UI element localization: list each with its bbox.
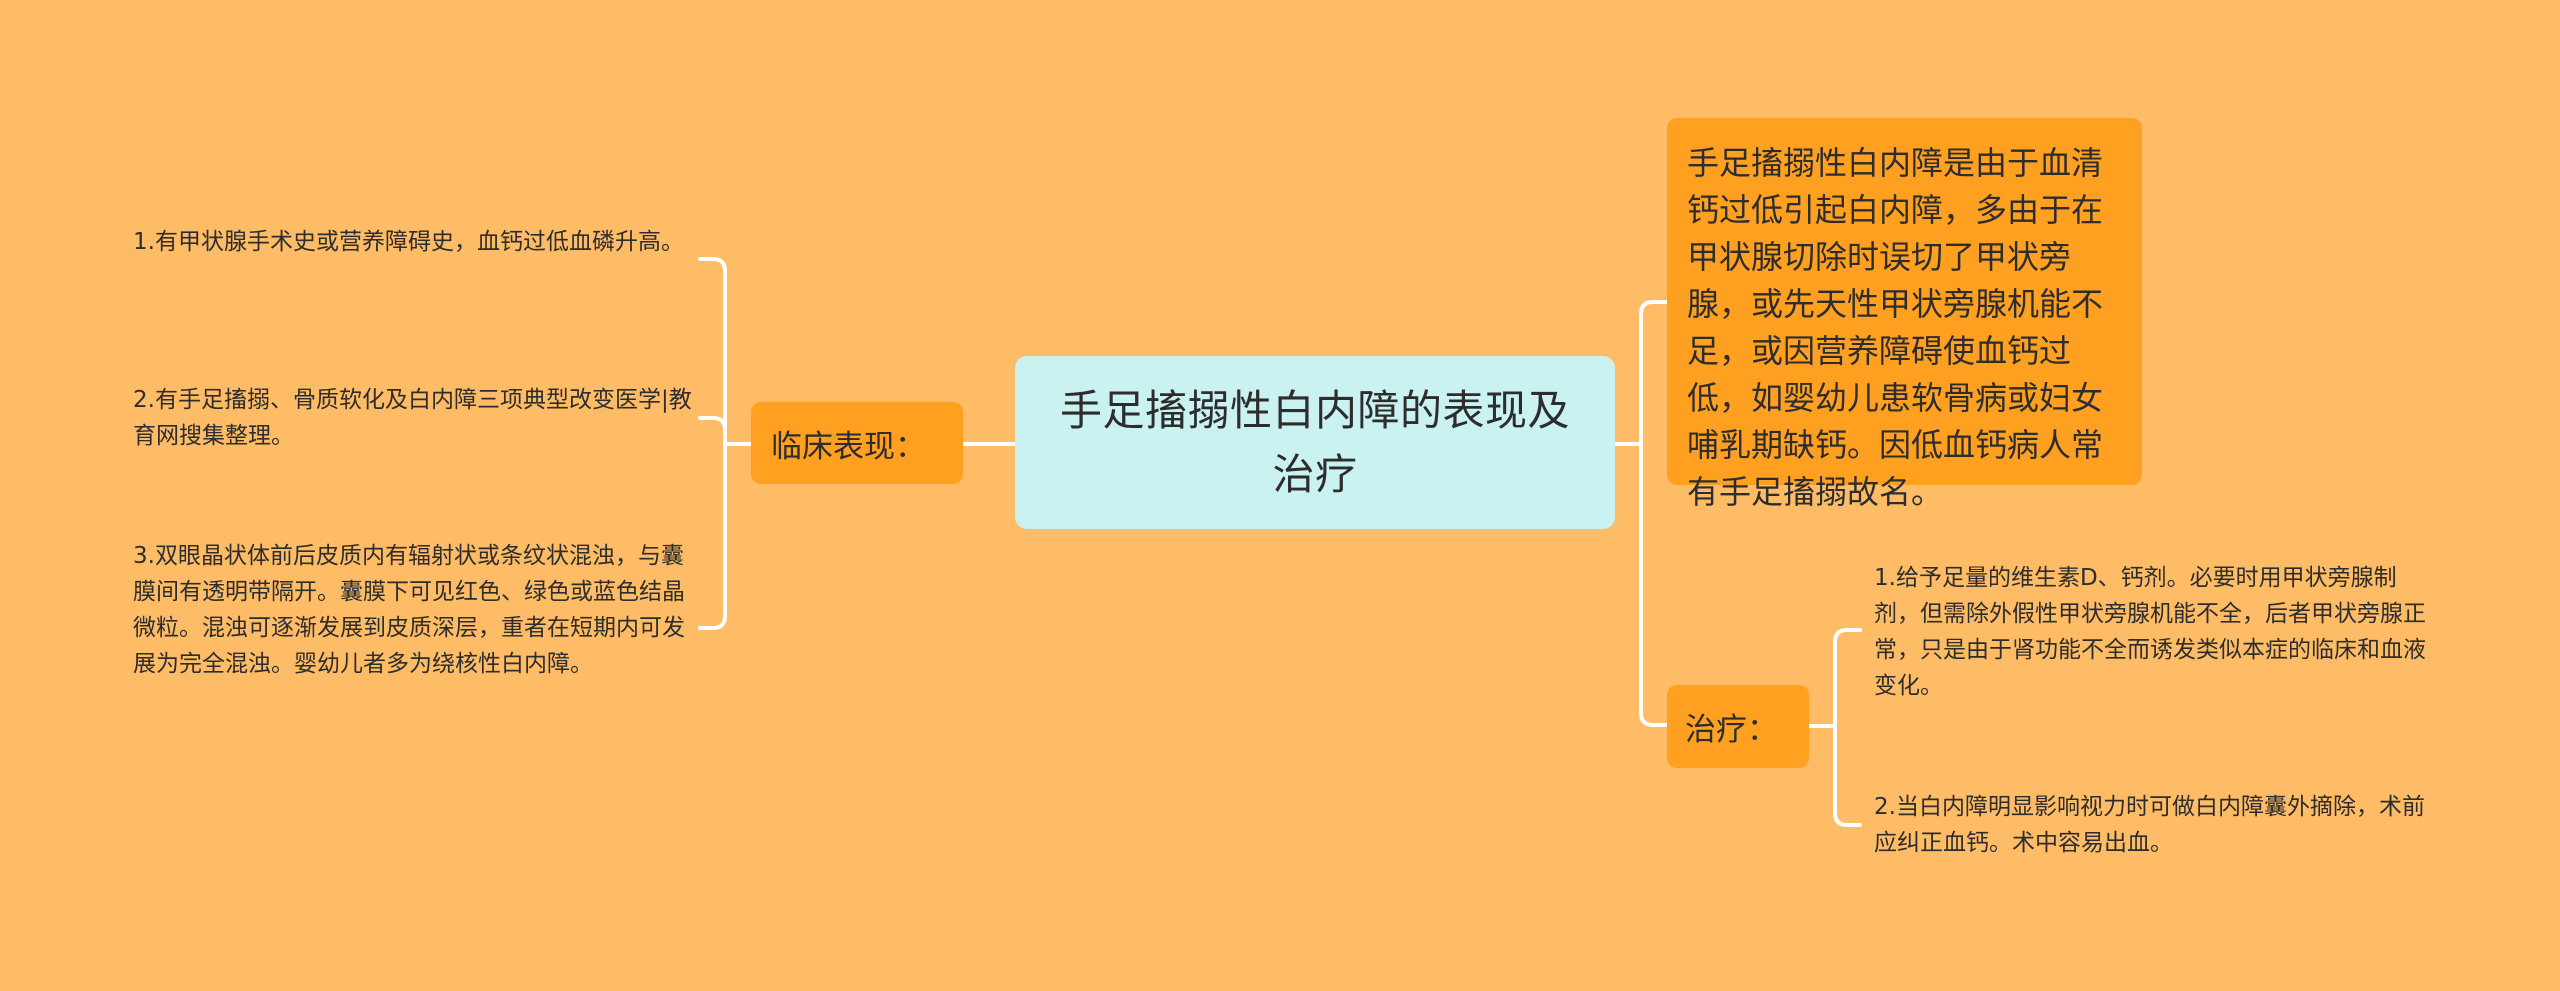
- root-title: 手足搐搦性白内障的表现及治疗: [1059, 385, 1570, 499]
- leaf-clinical-3[interactable]: 3.双眼晶状体前后皮质内有辐射状或条纹状混浊，与囊膜间有透明带隔开。囊膜下可见红…: [133, 543, 685, 677]
- node-treatment-label: 治疗：: [1685, 712, 1778, 748]
- node-definition-text: 手足搐搦性白内障是由于血清钙过低引起白内障，多由于在甲状腺切除时误切了甲状旁腺，…: [1687, 144, 2104, 511]
- node-definition[interactable]: 手足搐搦性白内障是由于血清钙过低引起白内障，多由于在甲状腺切除时误切了甲状旁腺，…: [1667, 118, 2142, 511]
- node-clinical-label: 临床表现：: [771, 428, 926, 465]
- root-node[interactable]: 手足搐搦性白内障的表现及治疗: [1015, 356, 1615, 529]
- leaf-clinical-2[interactable]: 2.有手足搐搦、骨质软化及白内障三项典型改变医学|教育网搜集整理。: [133, 387, 692, 449]
- node-clinical[interactable]: 临床表现：: [751, 402, 963, 484]
- leaf-treatment-1[interactable]: 1.给予足量的维生素D、钙剂。必要时用甲状旁腺制剂，但需除外假性甲状旁腺机能不全…: [1874, 565, 2426, 699]
- leaf-clinical-1[interactable]: 1.有甲状腺手术史或营养障碍史，血钙过低血磷升高。: [133, 229, 684, 255]
- leaf-treatment-2[interactable]: 2.当白内障明显影响视力时可做白内障囊外摘除，术前应纠正血钙。术中容易出血。: [1874, 794, 2425, 856]
- node-treatment[interactable]: 治疗：: [1667, 685, 1809, 768]
